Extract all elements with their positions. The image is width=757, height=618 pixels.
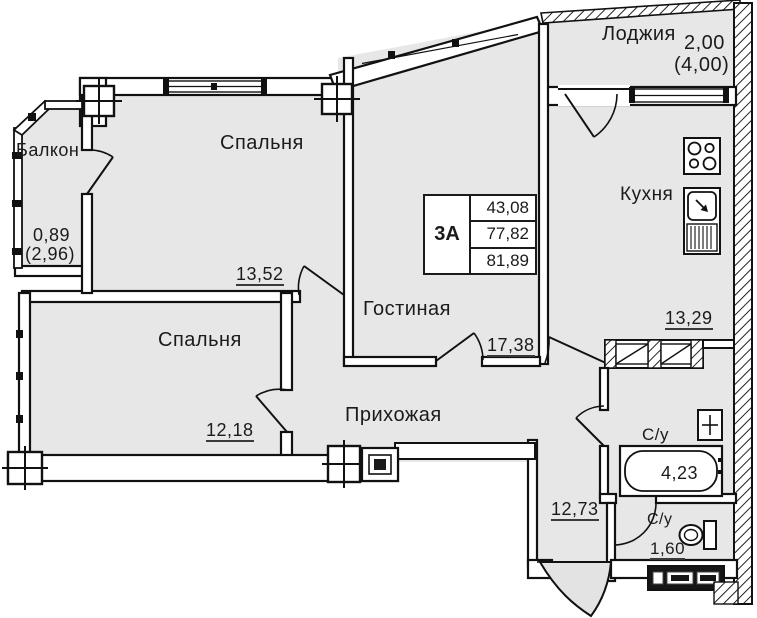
- wall-bedrooms-horizontal: [20, 289, 302, 304]
- room-area-kitchen: 13,29: [665, 308, 713, 330]
- loggia-door-leaf: [564, 93, 595, 138]
- window-bedroom1-ticks: [163, 79, 267, 94]
- wall-bedroom2-right-top: [279, 291, 294, 392]
- wall-hall-thin: [394, 442, 536, 460]
- wall-left-lower: [80, 192, 94, 295]
- bedroom2-door-leaf: [255, 395, 288, 433]
- floor-areas: [18, 3, 738, 565]
- unit-area-value: 77,82: [471, 220, 535, 246]
- window-bedroom2-ticks: [16, 330, 23, 423]
- bedroom2-door-arc: [255, 388, 289, 397]
- unit-areas: 43,08 77,82 81,89: [471, 196, 535, 273]
- wall-living-kitchen: [537, 22, 550, 366]
- bath-door-arc: [575, 405, 605, 419]
- room-area-coeff-loggia: (4,00): [674, 54, 730, 76]
- bottom-duct-icon: [647, 565, 725, 591]
- bedroom1-door-leaf: [303, 265, 345, 296]
- room-label-bedroom1: Спальня: [220, 132, 304, 154]
- living-door-leaf: [435, 332, 475, 362]
- balcony-glazing-top: [44, 100, 83, 110]
- room-label-bath: С/у: [642, 425, 669, 444]
- room-area-wc: 1,60: [650, 539, 686, 560]
- floor-main: [24, 20, 736, 565]
- wall-living-bottom-left: [342, 355, 438, 368]
- unit-area-value: 43,08: [486, 198, 529, 218]
- room-label-bedroom2: Спальня: [158, 329, 242, 351]
- kitchen-door-arc: [544, 336, 550, 364]
- room-label-kitchen: Кухня: [620, 184, 674, 205]
- unit-area-value: 81,89: [471, 246, 535, 273]
- bath-door-leaf: [575, 417, 605, 447]
- window-kitchen-ticks: [629, 87, 729, 103]
- toilet-icon: [678, 520, 717, 550]
- room-area-living: 17,38: [487, 335, 535, 357]
- vent-duct-icon: [604, 339, 704, 369]
- bedroom1-door-arc: [297, 265, 305, 296]
- balcony-door-leaf: [86, 156, 114, 195]
- wall-outer-right: [733, 2, 753, 605]
- room-area-bedroom2: 12,18: [206, 420, 254, 442]
- wall-bath-wc-left: [598, 492, 618, 505]
- wc-door-arc: [613, 502, 657, 546]
- room-label-wc: С/у: [647, 511, 673, 528]
- entry-door-swing-icon: [538, 561, 613, 618]
- room-area-bedroom1: 13,52: [236, 264, 284, 286]
- wall-duct-to-right: [702, 339, 735, 349]
- room-area-loggia: 2,00: [684, 32, 725, 54]
- room-area-balcony: 0,89: [33, 225, 71, 245]
- corner-hatch-br: [713, 581, 739, 605]
- pillar-block: [360, 446, 400, 483]
- unit-number: 3А: [425, 196, 471, 273]
- floor-loggia: [543, 3, 738, 88]
- kitchen-sink-icon: [683, 187, 721, 255]
- living-door-arc: [473, 332, 484, 361]
- window-living-ticks: [388, 39, 459, 59]
- floor-balcony: [18, 105, 86, 268]
- room-area-coeff-balcony: (2,96): [25, 244, 76, 264]
- wall-wc-left: [605, 501, 617, 583]
- loggia-door-gap: [558, 85, 630, 106]
- unit-info-box: 3А 43,08 77,82 81,89: [423, 194, 537, 275]
- bathtub-icon: [618, 444, 724, 498]
- wall-bath-left-bottom: [598, 444, 610, 500]
- loggia-door-arc: [593, 93, 618, 138]
- room-label-hall: Прихожая: [345, 404, 442, 426]
- wall-bath-left-top: [598, 366, 610, 412]
- wall-balcony-bottom: [13, 264, 89, 278]
- column-icon: [2, 76, 366, 490]
- balcony-door-arc: [86, 149, 114, 158]
- kitchen-door-leaf: [548, 336, 609, 365]
- stove-icon: [683, 137, 721, 175]
- washbasin-icon: [697, 409, 723, 441]
- room-label-loggia: Лоджия: [602, 23, 676, 45]
- wall-living-bottom-right: [480, 355, 542, 368]
- room-label-balcony: Балкон: [16, 140, 80, 160]
- room-area-hall: 12,73: [551, 499, 599, 521]
- room-area-bath: 4,23: [661, 463, 699, 483]
- room-label-living: Гостиная: [363, 298, 451, 320]
- fixtures: [618, 137, 724, 550]
- balcony-glazing-ticks: [12, 113, 36, 255]
